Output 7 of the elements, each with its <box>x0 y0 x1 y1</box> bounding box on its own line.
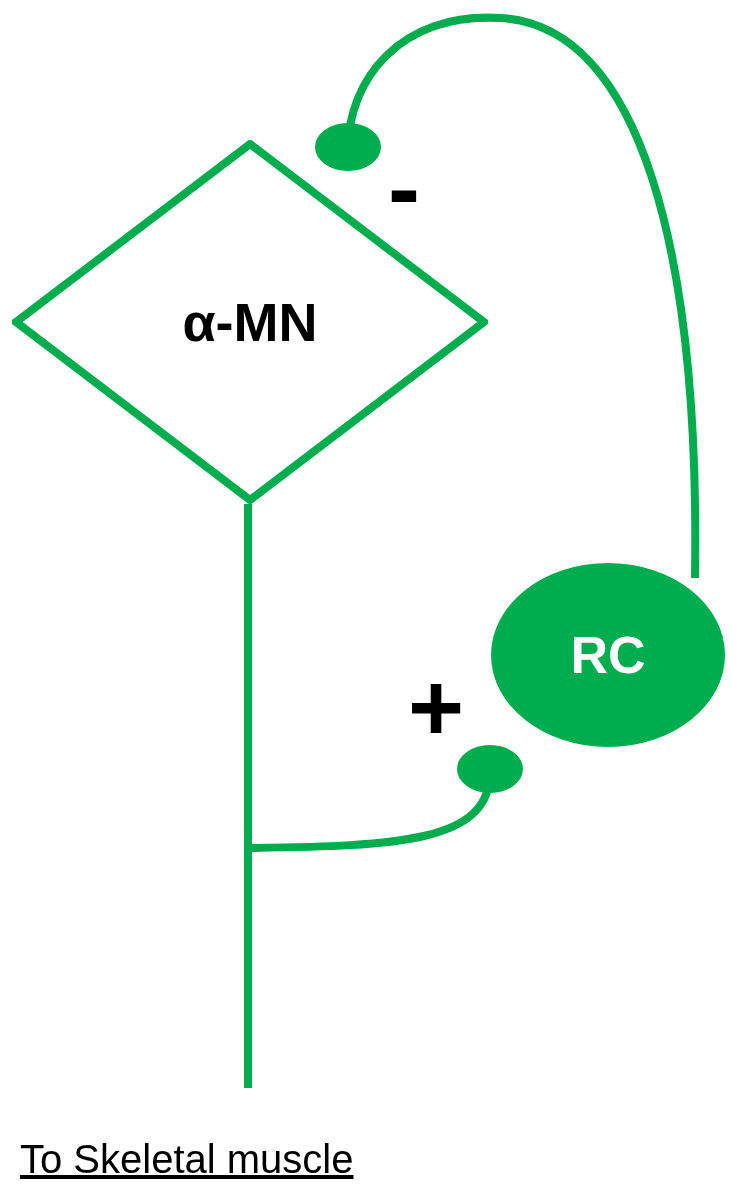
synapse-sign: + <box>408 660 465 756</box>
nerve-fiber <box>315 14 699 578</box>
target-label: To Skeletal muscle <box>20 1136 354 1183</box>
neuron-diamond <box>12 140 488 504</box>
cell-label: RC <box>570 629 646 681</box>
neuron-label: α-MN <box>182 295 318 349</box>
synapse-sign: - <box>388 140 420 236</box>
